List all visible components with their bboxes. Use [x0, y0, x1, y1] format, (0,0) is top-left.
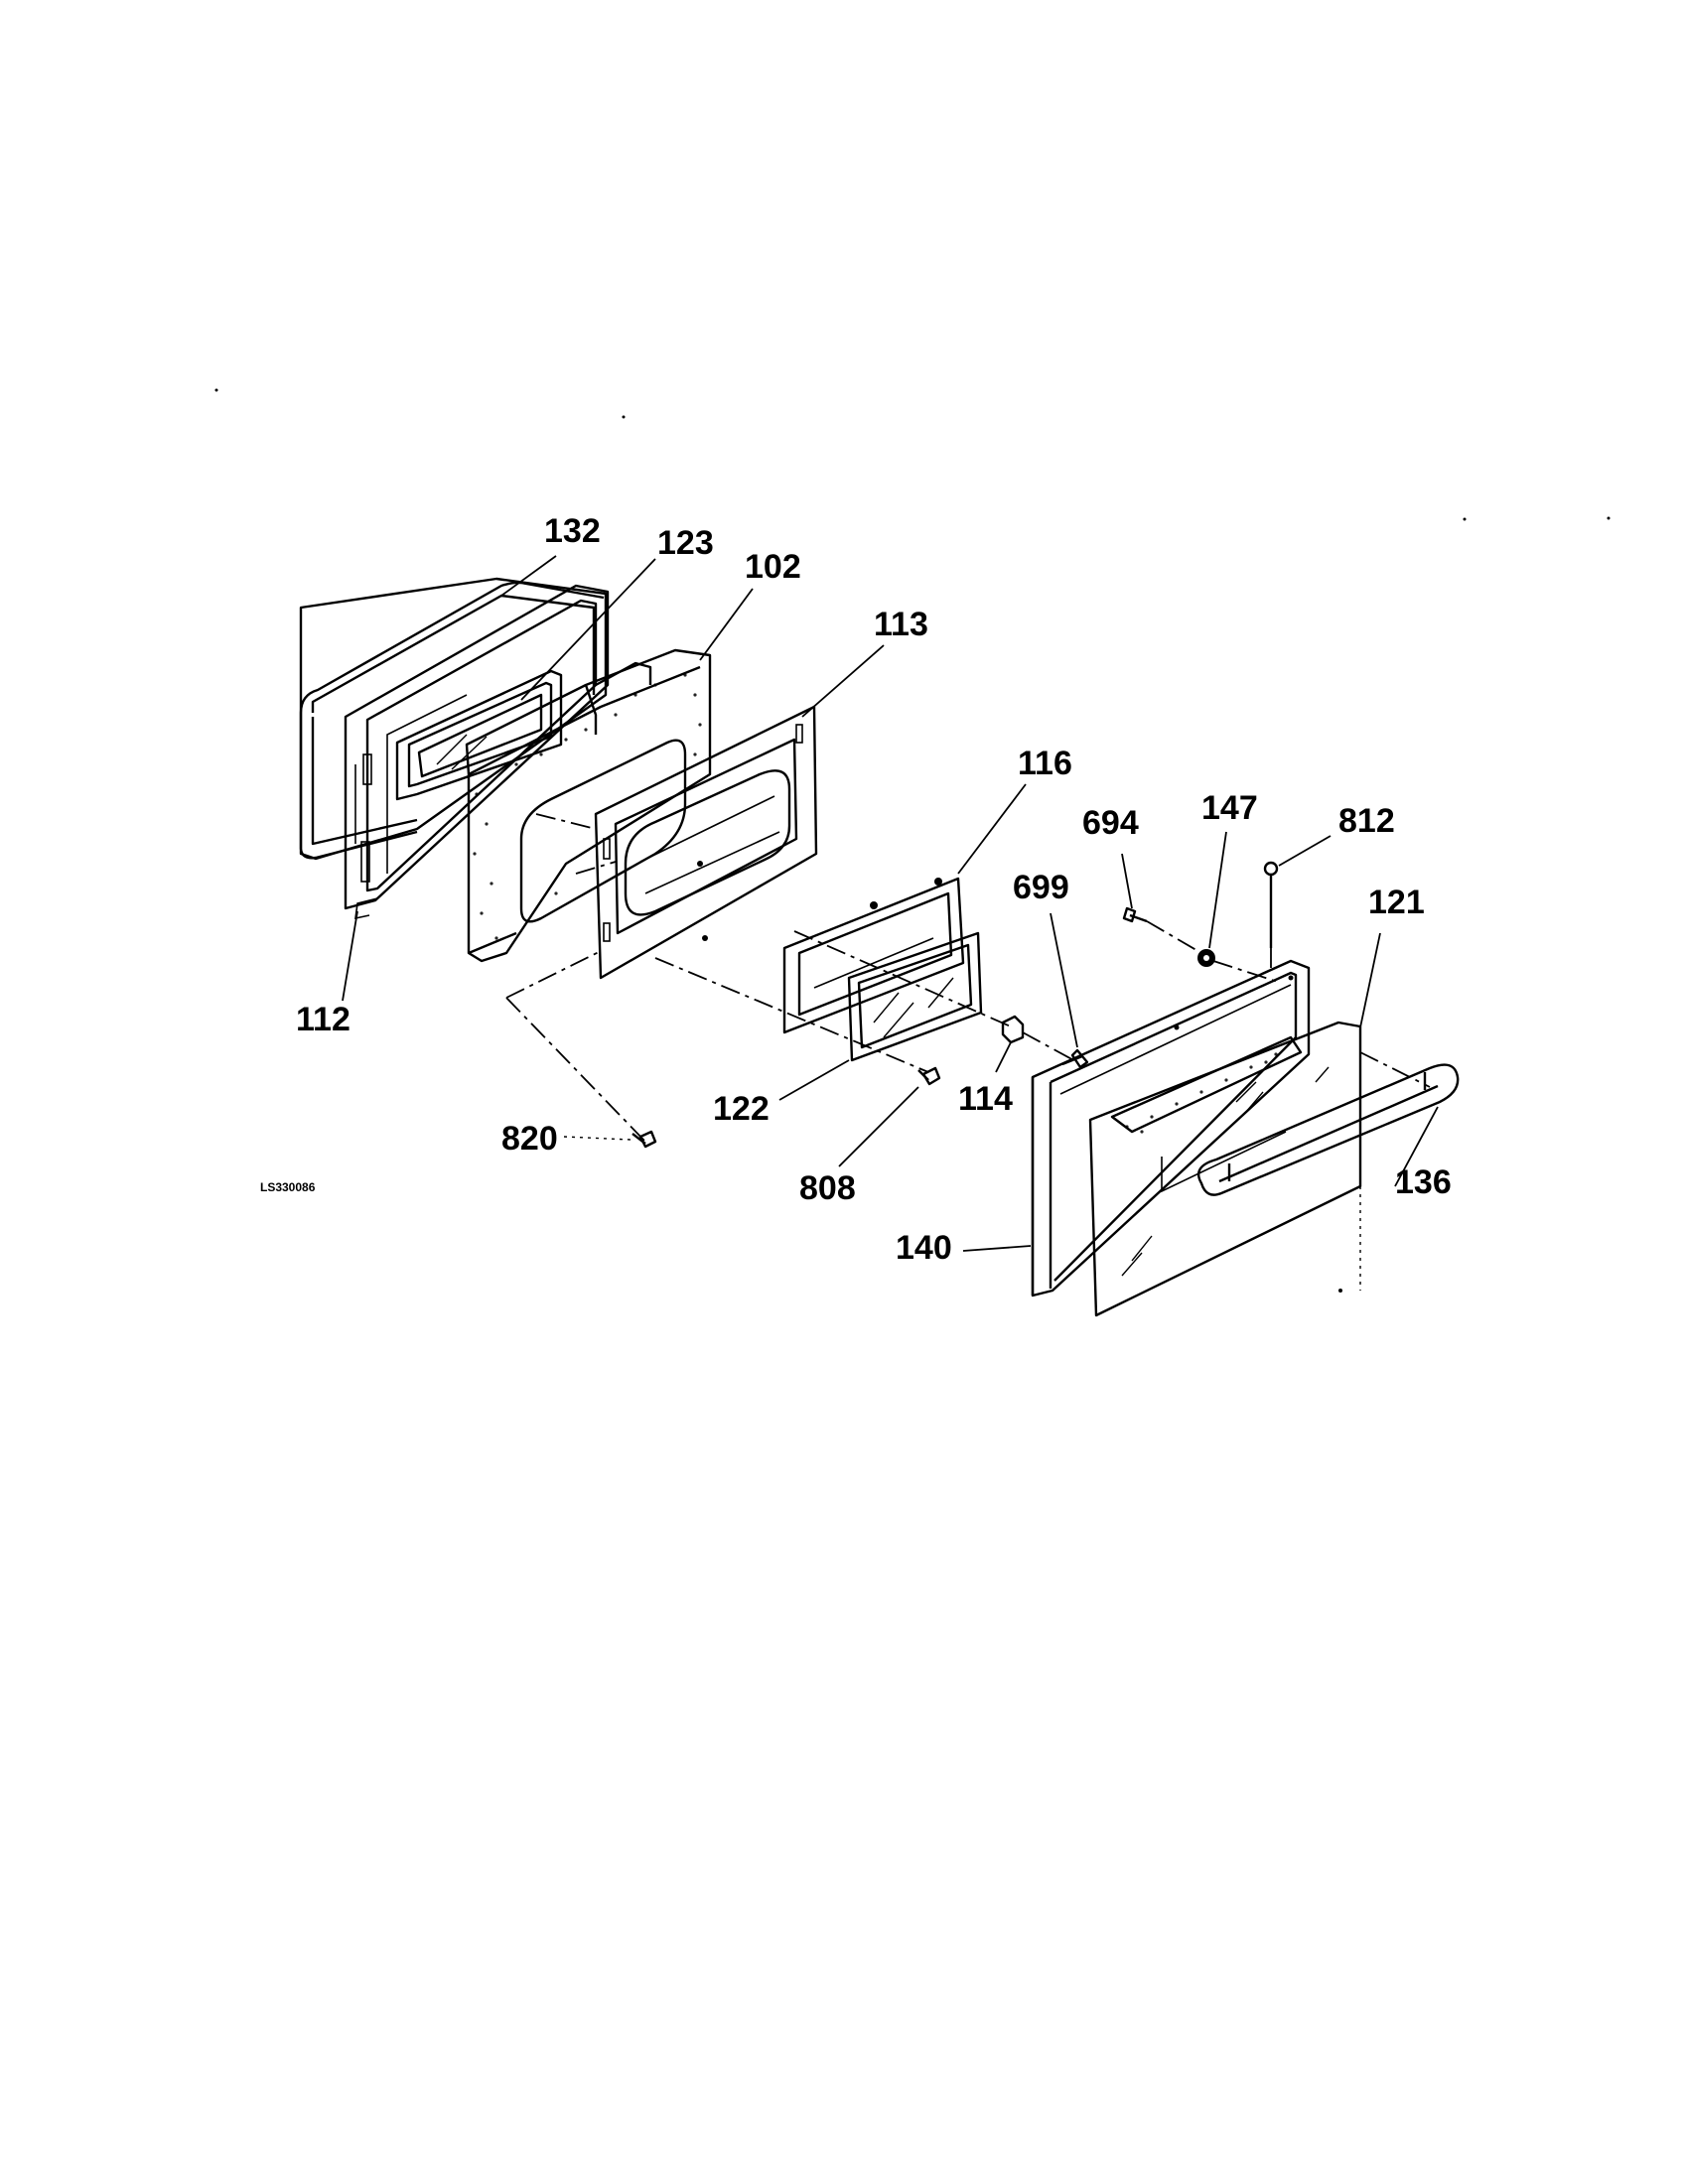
assembly-lines	[505, 813, 1431, 1143]
label-694: 694	[1082, 804, 1139, 842]
label-116: 116	[1018, 745, 1072, 782]
label-132: 132	[544, 512, 601, 550]
label-102: 102	[745, 548, 801, 586]
label-122: 122	[713, 1090, 770, 1128]
screw-812	[1263, 861, 1279, 948]
label-808: 808	[799, 1169, 856, 1207]
label-123: 123	[657, 524, 714, 562]
door-liner-112	[344, 584, 610, 920]
drawing-code: LS330086	[260, 1180, 316, 1194]
window-bracket-116	[782, 877, 965, 1034]
label-121: 121	[1368, 884, 1425, 921]
label-114: 114	[958, 1080, 1013, 1118]
window-glass-122	[847, 931, 983, 1062]
grommet-147	[1197, 949, 1215, 967]
outer-door-140	[1031, 959, 1311, 1297]
label-147: 147	[1201, 789, 1258, 827]
label-140: 140	[896, 1229, 952, 1267]
screw-694	[1122, 906, 1148, 923]
label-820: 820	[501, 1120, 558, 1158]
outer-glass-121	[1088, 1021, 1362, 1317]
label-112: 112	[296, 1001, 351, 1038]
inner-window-123	[395, 669, 563, 801]
handle-136	[1196, 1063, 1460, 1196]
inner-panel-113	[594, 705, 818, 980]
part-labels: 132 123 102 113 116 694 147 812 699 121 …	[260, 512, 1452, 1267]
stray-specks	[214, 388, 1611, 521]
insulation-102	[465, 648, 712, 963]
label-699: 699	[1013, 869, 1069, 906]
label-113: 113	[874, 606, 928, 643]
screw-820	[632, 1130, 657, 1149]
label-136: 136	[1395, 1163, 1452, 1201]
label-812: 812	[1338, 802, 1395, 840]
leader-lines	[342, 555, 1439, 1291]
spacer-114	[1001, 1015, 1025, 1044]
screw-808	[917, 1066, 941, 1086]
